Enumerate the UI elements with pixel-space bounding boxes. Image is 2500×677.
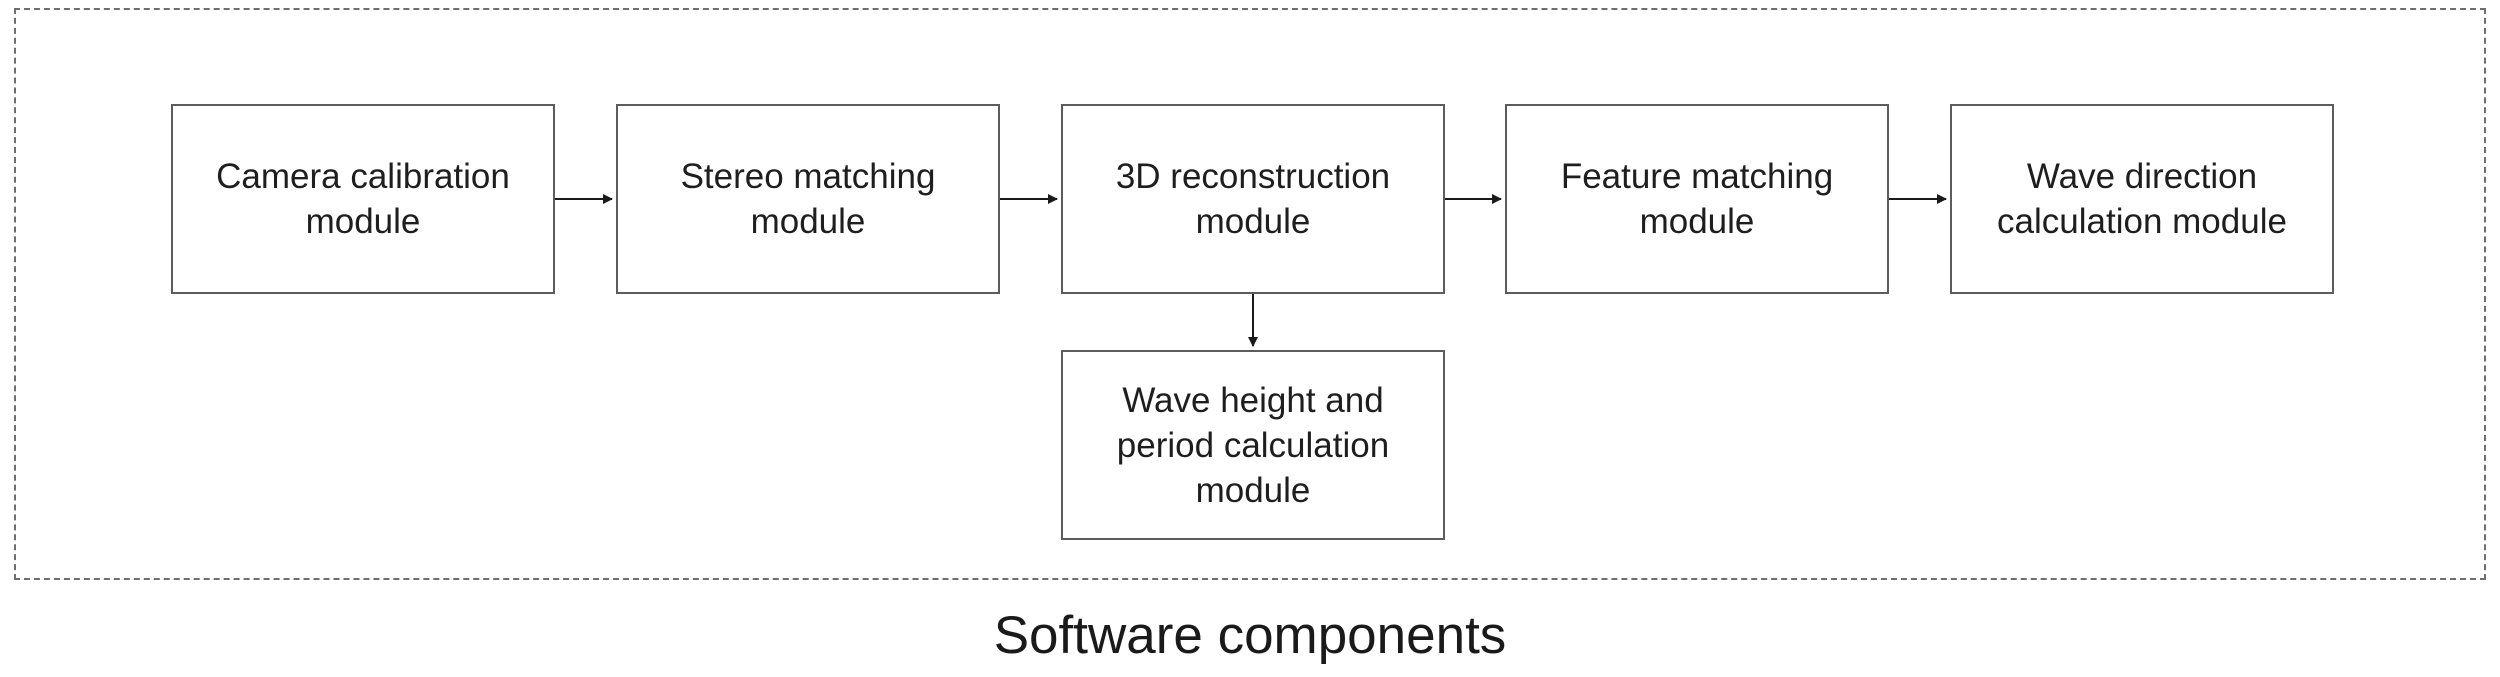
- software-components-frame: [14, 8, 2486, 580]
- module-camera-calibration: Camera calibration module: [171, 104, 555, 294]
- module-feature-matching: Feature matching module: [1505, 104, 1889, 294]
- module-label: Wave direction calculation module: [1997, 157, 2287, 241]
- module-wave-direction: Wave direction calculation module: [1950, 104, 2334, 294]
- module-label: Stereo matching module: [680, 157, 936, 241]
- module-wave-height-period: Wave height and period calculation modul…: [1061, 350, 1445, 540]
- module-3d-reconstruction: 3D reconstruction module: [1061, 104, 1445, 294]
- module-label: Camera calibration module: [216, 157, 510, 241]
- diagram-caption: Software components: [993, 606, 1507, 665]
- module-label: Feature matching module: [1560, 157, 1834, 241]
- module-stereo-matching: Stereo matching module: [616, 104, 1000, 294]
- module-label: 3D reconstruction module: [1115, 157, 1391, 241]
- module-label: Wave height and period calculation modul…: [1116, 380, 1390, 510]
